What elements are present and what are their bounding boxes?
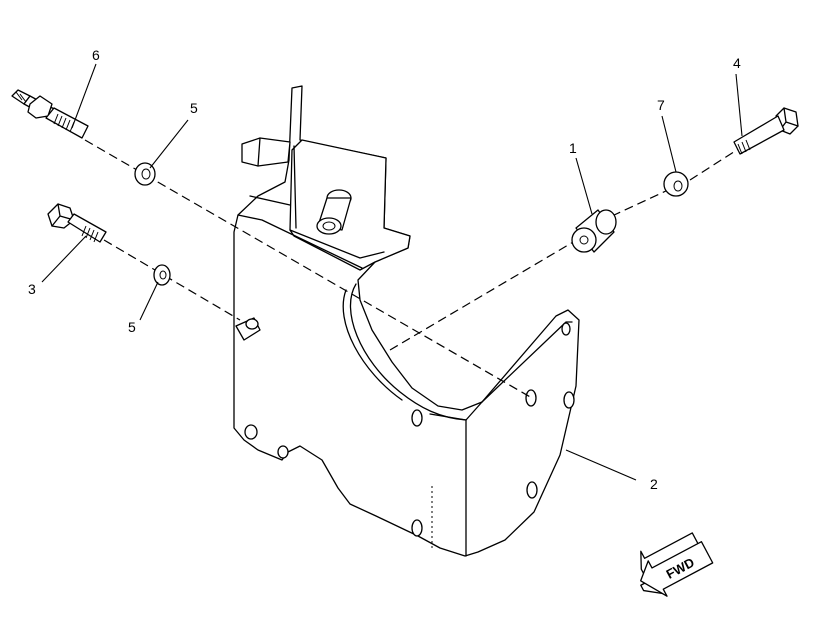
leader-lines — [41, 63, 743, 481]
bracket-hole — [411, 519, 423, 537]
spacer-1 — [571, 209, 617, 253]
bracket-hole — [526, 481, 538, 499]
callout-3: 3 — [28, 281, 36, 297]
bracket-hole — [411, 409, 423, 427]
callout-labels: 6 5 3 5 1 7 4 2 — [28, 47, 741, 492]
washer-7 — [663, 171, 689, 197]
callout-7: 7 — [657, 97, 665, 113]
bracket-hole — [561, 322, 571, 336]
bracket — [233, 85, 580, 557]
callout-5-lower: 5 — [128, 319, 136, 335]
forward-arrow-icon: FWD — [640, 532, 714, 597]
callout-4: 4 — [733, 55, 741, 71]
callout-2: 2 — [650, 476, 658, 492]
bracket-hole — [563, 391, 575, 409]
bracket-hole — [525, 389, 537, 407]
bracket-hole — [244, 424, 258, 440]
callout-6: 6 — [92, 47, 100, 63]
washer-5-lower — [153, 264, 171, 286]
assembly-centerlines — [84, 139, 741, 399]
bracket-hole — [277, 445, 289, 459]
hex-bolt-4 — [733, 107, 799, 155]
callout-1: 1 — [569, 140, 577, 156]
hex-bolt-3 — [47, 203, 107, 243]
washer-5-upper — [134, 162, 156, 186]
callout-5-upper: 5 — [190, 100, 198, 116]
stud-bolt-6 — [11, 89, 89, 139]
